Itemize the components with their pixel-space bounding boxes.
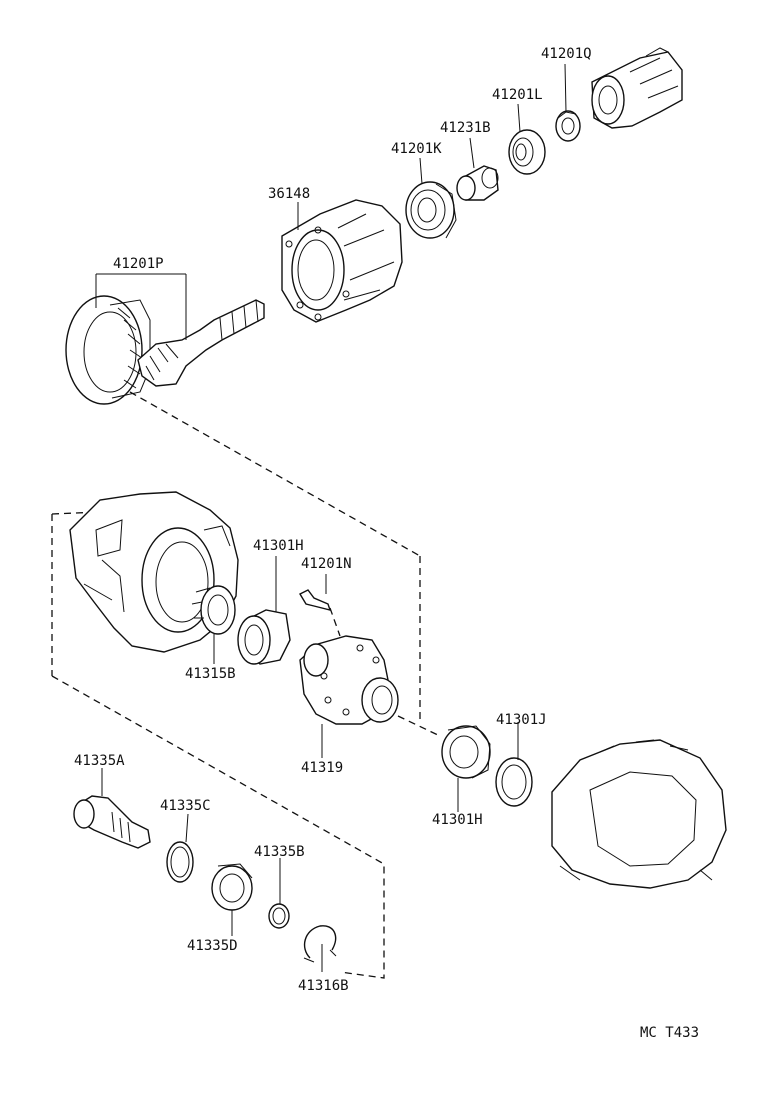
part-41201Q-nut bbox=[555, 110, 581, 142]
label-41335D: 41335D bbox=[187, 938, 238, 954]
label-36148: 36148 bbox=[268, 186, 310, 202]
label-41316B: 41316B bbox=[298, 978, 349, 994]
label-41301H-bottom: 41301H bbox=[432, 812, 483, 828]
part-case-housing-left bbox=[69, 491, 239, 653]
label-41201Q: 41201Q bbox=[541, 46, 592, 62]
part-41201N-bolt bbox=[299, 589, 341, 637]
part-41201P-ring-gear bbox=[65, 295, 151, 405]
label-41319: 41319 bbox=[301, 760, 343, 776]
part-41201Q-flange bbox=[591, 47, 683, 129]
part-36148-cover bbox=[281, 199, 403, 323]
leader-lines-bottom bbox=[101, 556, 519, 972]
label-41201P: 41201P bbox=[113, 256, 164, 272]
part-41231B-spacer bbox=[456, 165, 499, 201]
part-41301H-bearing-upper bbox=[237, 609, 291, 665]
label-41201N: 41201N bbox=[301, 556, 352, 572]
part-41301H-bearing-lower bbox=[441, 725, 491, 779]
label-41301H-top: 41301H bbox=[253, 538, 304, 554]
part-41201P-pinion-shaft bbox=[137, 299, 265, 387]
label-41201K: 41201K bbox=[391, 141, 442, 157]
guide-line-1 bbox=[129, 391, 421, 557]
part-41301J-shim bbox=[495, 757, 533, 807]
part-41335A-shaft bbox=[73, 795, 151, 849]
leader-lines-top bbox=[95, 63, 567, 340]
part-41315B-seal bbox=[191, 585, 236, 635]
diagram-code: MC T433 bbox=[640, 1025, 699, 1041]
part-41335B-snap-ring bbox=[268, 903, 290, 929]
part-case-housing-right bbox=[551, 739, 727, 889]
label-41335C: 41335C bbox=[160, 798, 211, 814]
part-41335D-bearing bbox=[211, 863, 253, 911]
label-41301J: 41301J bbox=[496, 712, 547, 728]
part-41335C-snap-ring bbox=[166, 841, 194, 883]
part-41201L-race bbox=[508, 129, 546, 175]
label-41201L: 41201L bbox=[492, 87, 543, 103]
part-41316B-circlip bbox=[303, 925, 337, 963]
part-41201K-bearing bbox=[405, 181, 457, 239]
label-41335A: 41335A bbox=[74, 753, 125, 769]
label-41335B: 41335B bbox=[254, 844, 305, 860]
label-41315B: 41315B bbox=[185, 666, 236, 682]
part-41319-diff-case bbox=[299, 635, 399, 725]
label-41231B: 41231B bbox=[440, 120, 491, 136]
